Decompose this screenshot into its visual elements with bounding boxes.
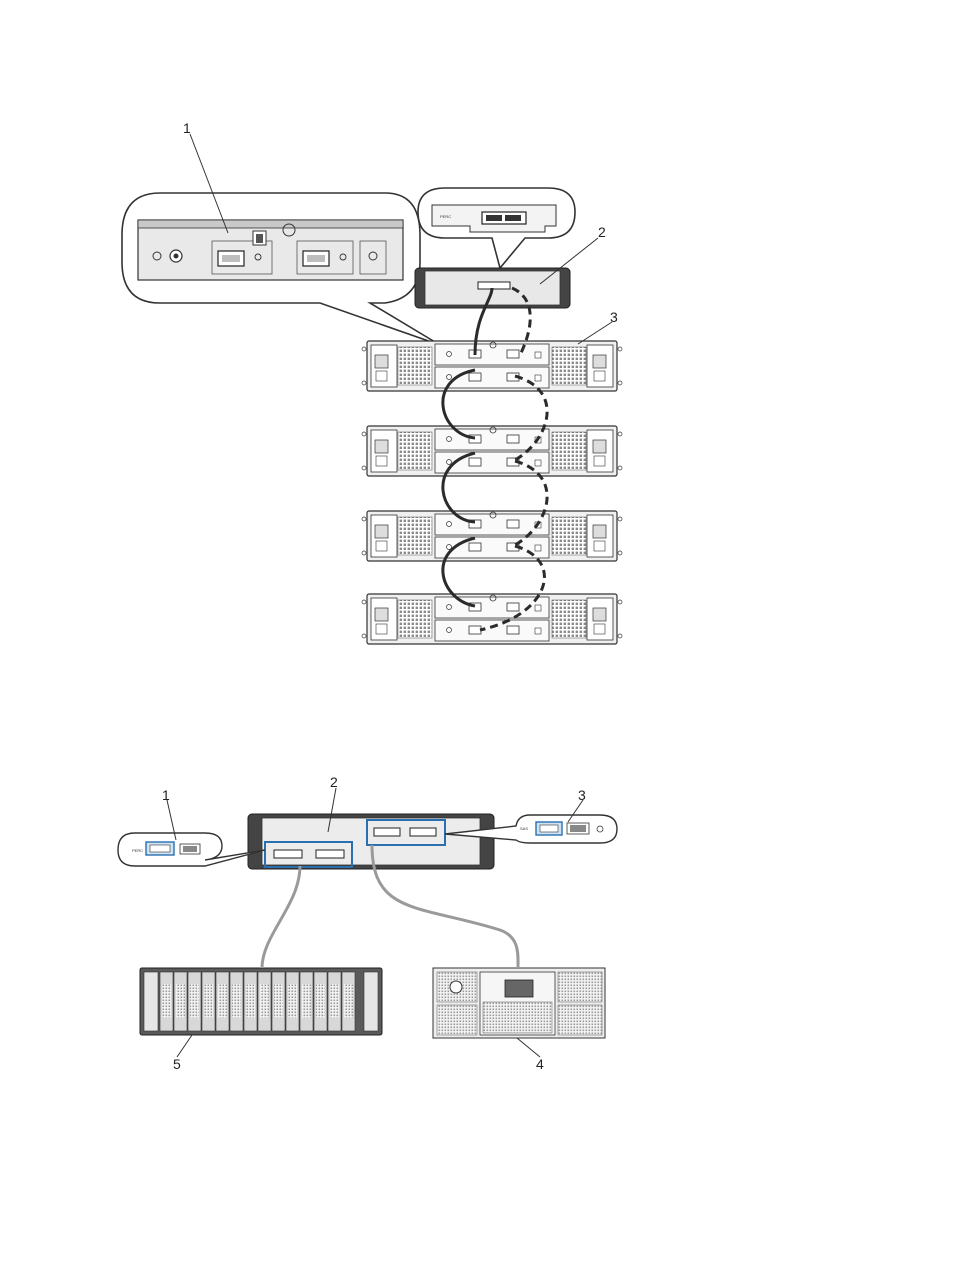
tape-library: [433, 968, 605, 1038]
callout-2-label-2: 2: [330, 774, 338, 790]
callout-1-zoom-bubble-2: PERC: [118, 833, 265, 866]
host-server-2: [248, 814, 494, 869]
callout-2-label: 2: [598, 224, 606, 240]
perc-port-label: PERC: [132, 848, 143, 853]
sas-port-label: SAS: [520, 826, 528, 831]
callout-1-label: 1: [183, 120, 191, 136]
storage-array: [140, 968, 382, 1035]
enclosure-4: [362, 594, 622, 644]
figure-1: PERC: [122, 120, 622, 644]
perc-card-label: PERC: [440, 214, 451, 219]
figure-2: PERC SAS: [118, 774, 617, 1072]
callout-1-zoom-bubble: [122, 193, 440, 345]
callout-2-zoom-bubble: PERC: [418, 188, 575, 268]
enclosure-3: [362, 511, 622, 561]
callout-5-label-2: 5: [173, 1056, 181, 1072]
enclosure-1: [362, 341, 622, 391]
callout-4-label-2: 4: [536, 1056, 544, 1072]
callout-3-label-2: 3: [578, 787, 586, 803]
enclosure-2: [362, 426, 622, 476]
callout-3-label: 3: [610, 309, 618, 325]
callout-1-label-2: 1: [162, 787, 170, 803]
